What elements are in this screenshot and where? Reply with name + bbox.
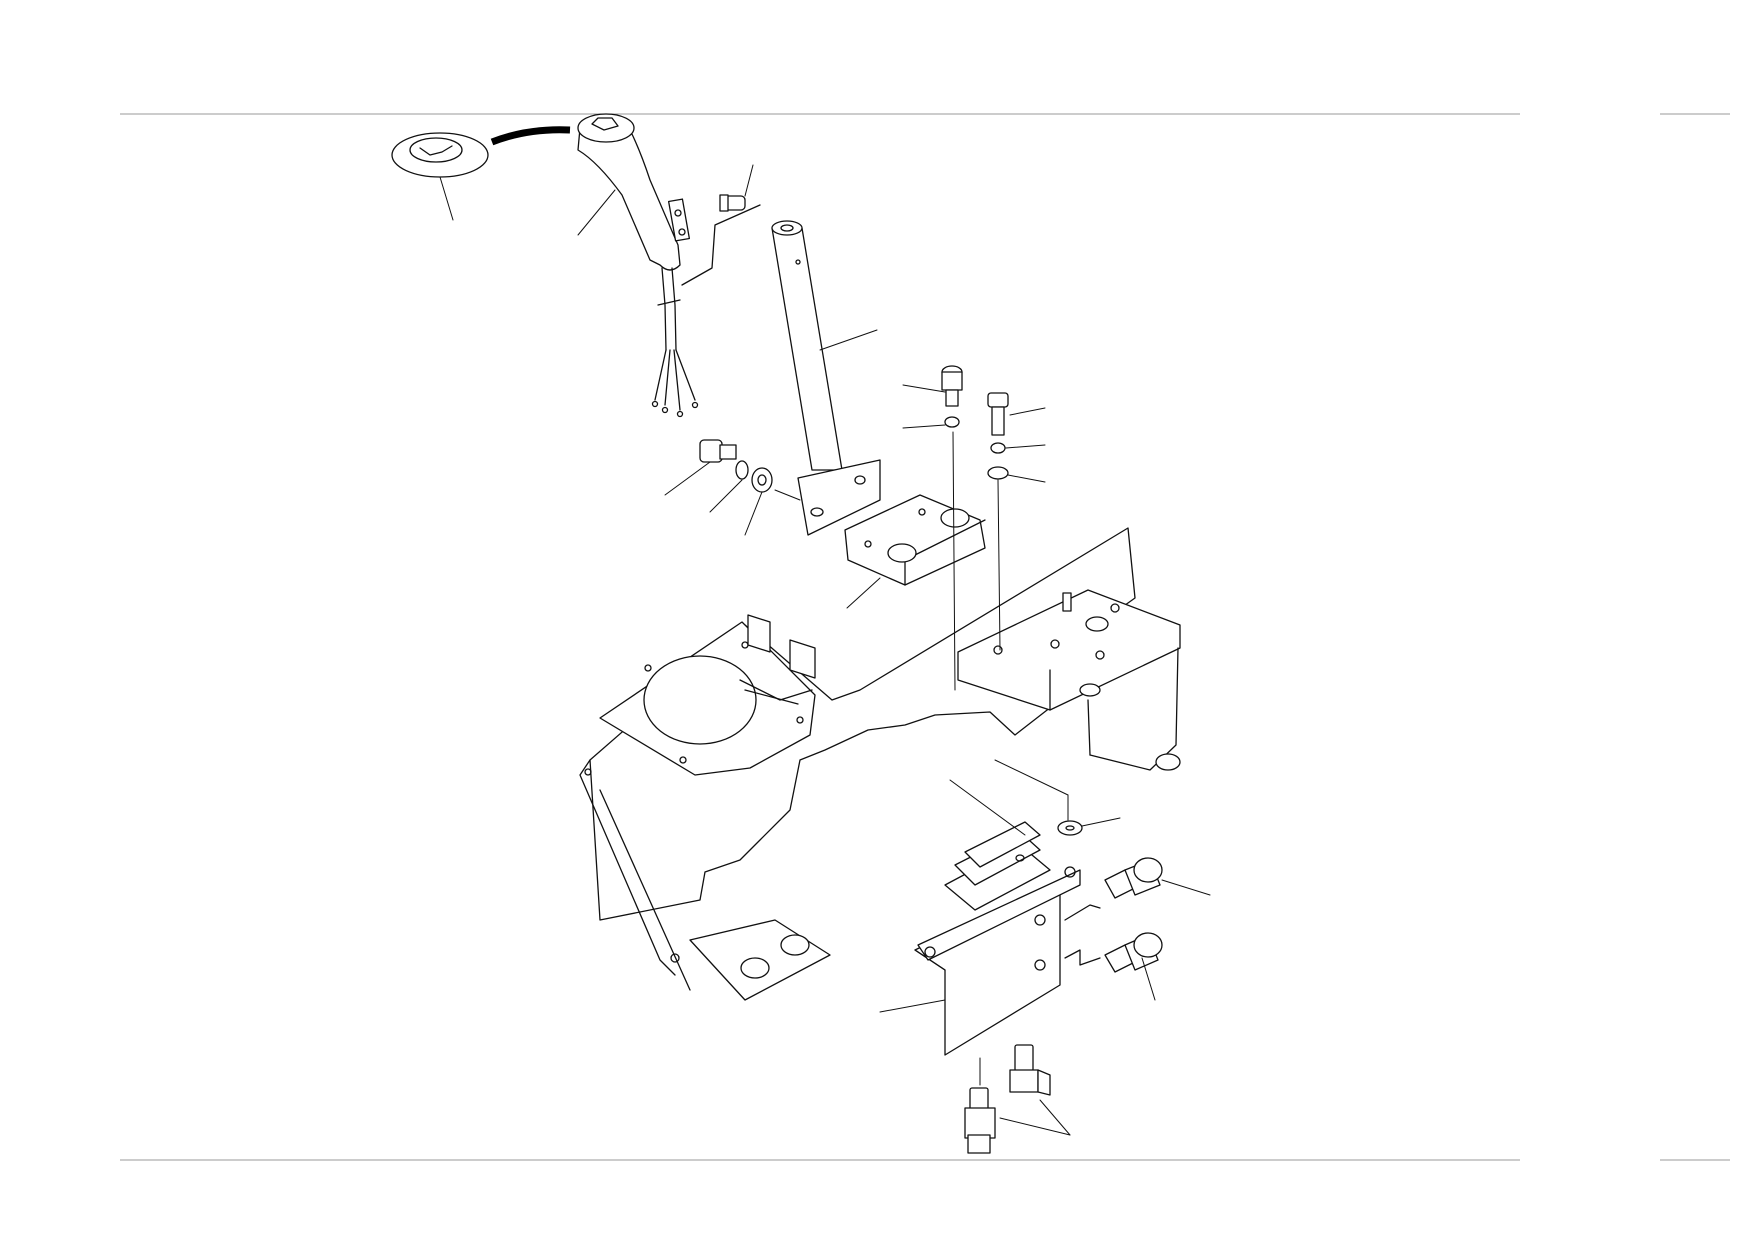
lock-washer <box>709 460 749 513</box>
valve-washer <box>994 759 1121 836</box>
lever-bolt <box>664 439 737 496</box>
knob-cover <box>391 132 489 221</box>
flat-washer <box>744 467 801 536</box>
mounting-frame <box>579 527 1181 1001</box>
control-valve <box>879 779 1101 1056</box>
grip-screw <box>681 164 761 286</box>
elbow-fitting <box>1104 857 1211 1001</box>
straight-fitting <box>964 1044 1071 1154</box>
page-border <box>120 113 1730 1161</box>
joystick-grip <box>490 113 699 418</box>
lever-bracket <box>844 494 986 609</box>
bracket-bolt <box>902 365 1046 691</box>
control-lever <box>771 220 881 536</box>
